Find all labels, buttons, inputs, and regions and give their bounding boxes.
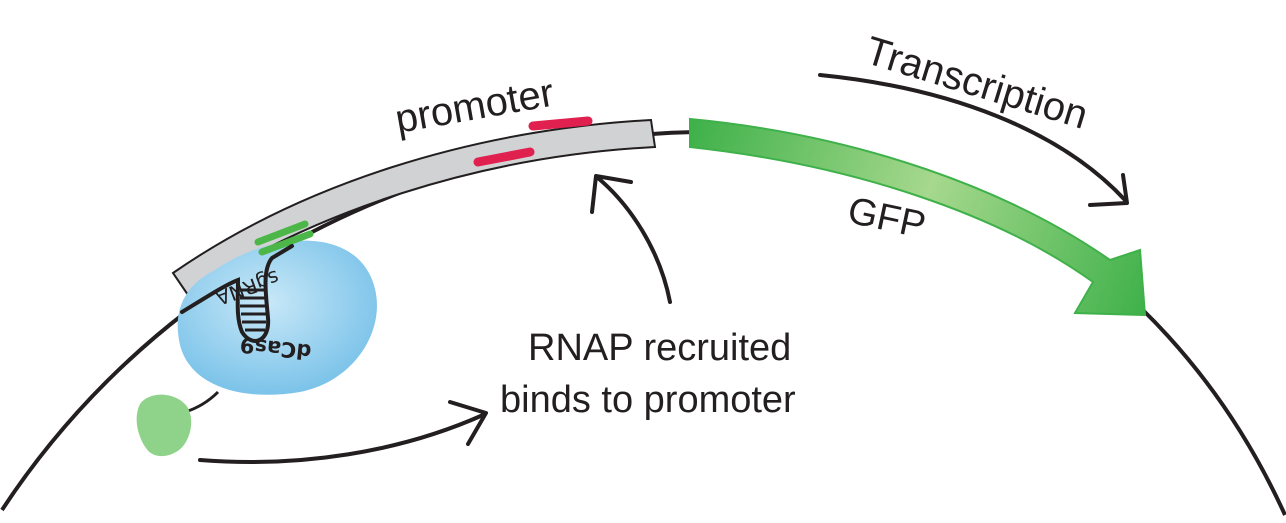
sgrna-target-upper (254, 220, 309, 246)
sgrna-hairpin-rungs (240, 288, 266, 332)
recruitment-arrow (198, 413, 485, 465)
recruitment-arrowhead (448, 400, 488, 446)
binding-arrow (596, 176, 672, 304)
rnap-label-line2: binds to promoter (500, 379, 796, 421)
dcas9-rnap-linker (184, 390, 220, 414)
transcription-label: Transcription (860, 29, 1093, 138)
transcription-arrow (818, 73, 1127, 202)
gfp-gene-arrow (689, 117, 1147, 317)
binding-site-upper (528, 116, 593, 131)
dcas9-protein (177, 240, 377, 395)
rnap-label-line1: RNAP recruited (528, 327, 791, 369)
rnap-protein (136, 394, 192, 457)
transcription-arrowhead (1088, 173, 1129, 207)
sgrna-strand (180, 244, 294, 343)
promoter-region (171, 118, 657, 297)
binding-site-lower (473, 147, 535, 167)
gfp-label: GFP (844, 190, 929, 247)
sgrna-target-lower (258, 230, 314, 256)
promoter-label: promoter (392, 71, 557, 142)
binding-arrowhead (590, 174, 633, 214)
